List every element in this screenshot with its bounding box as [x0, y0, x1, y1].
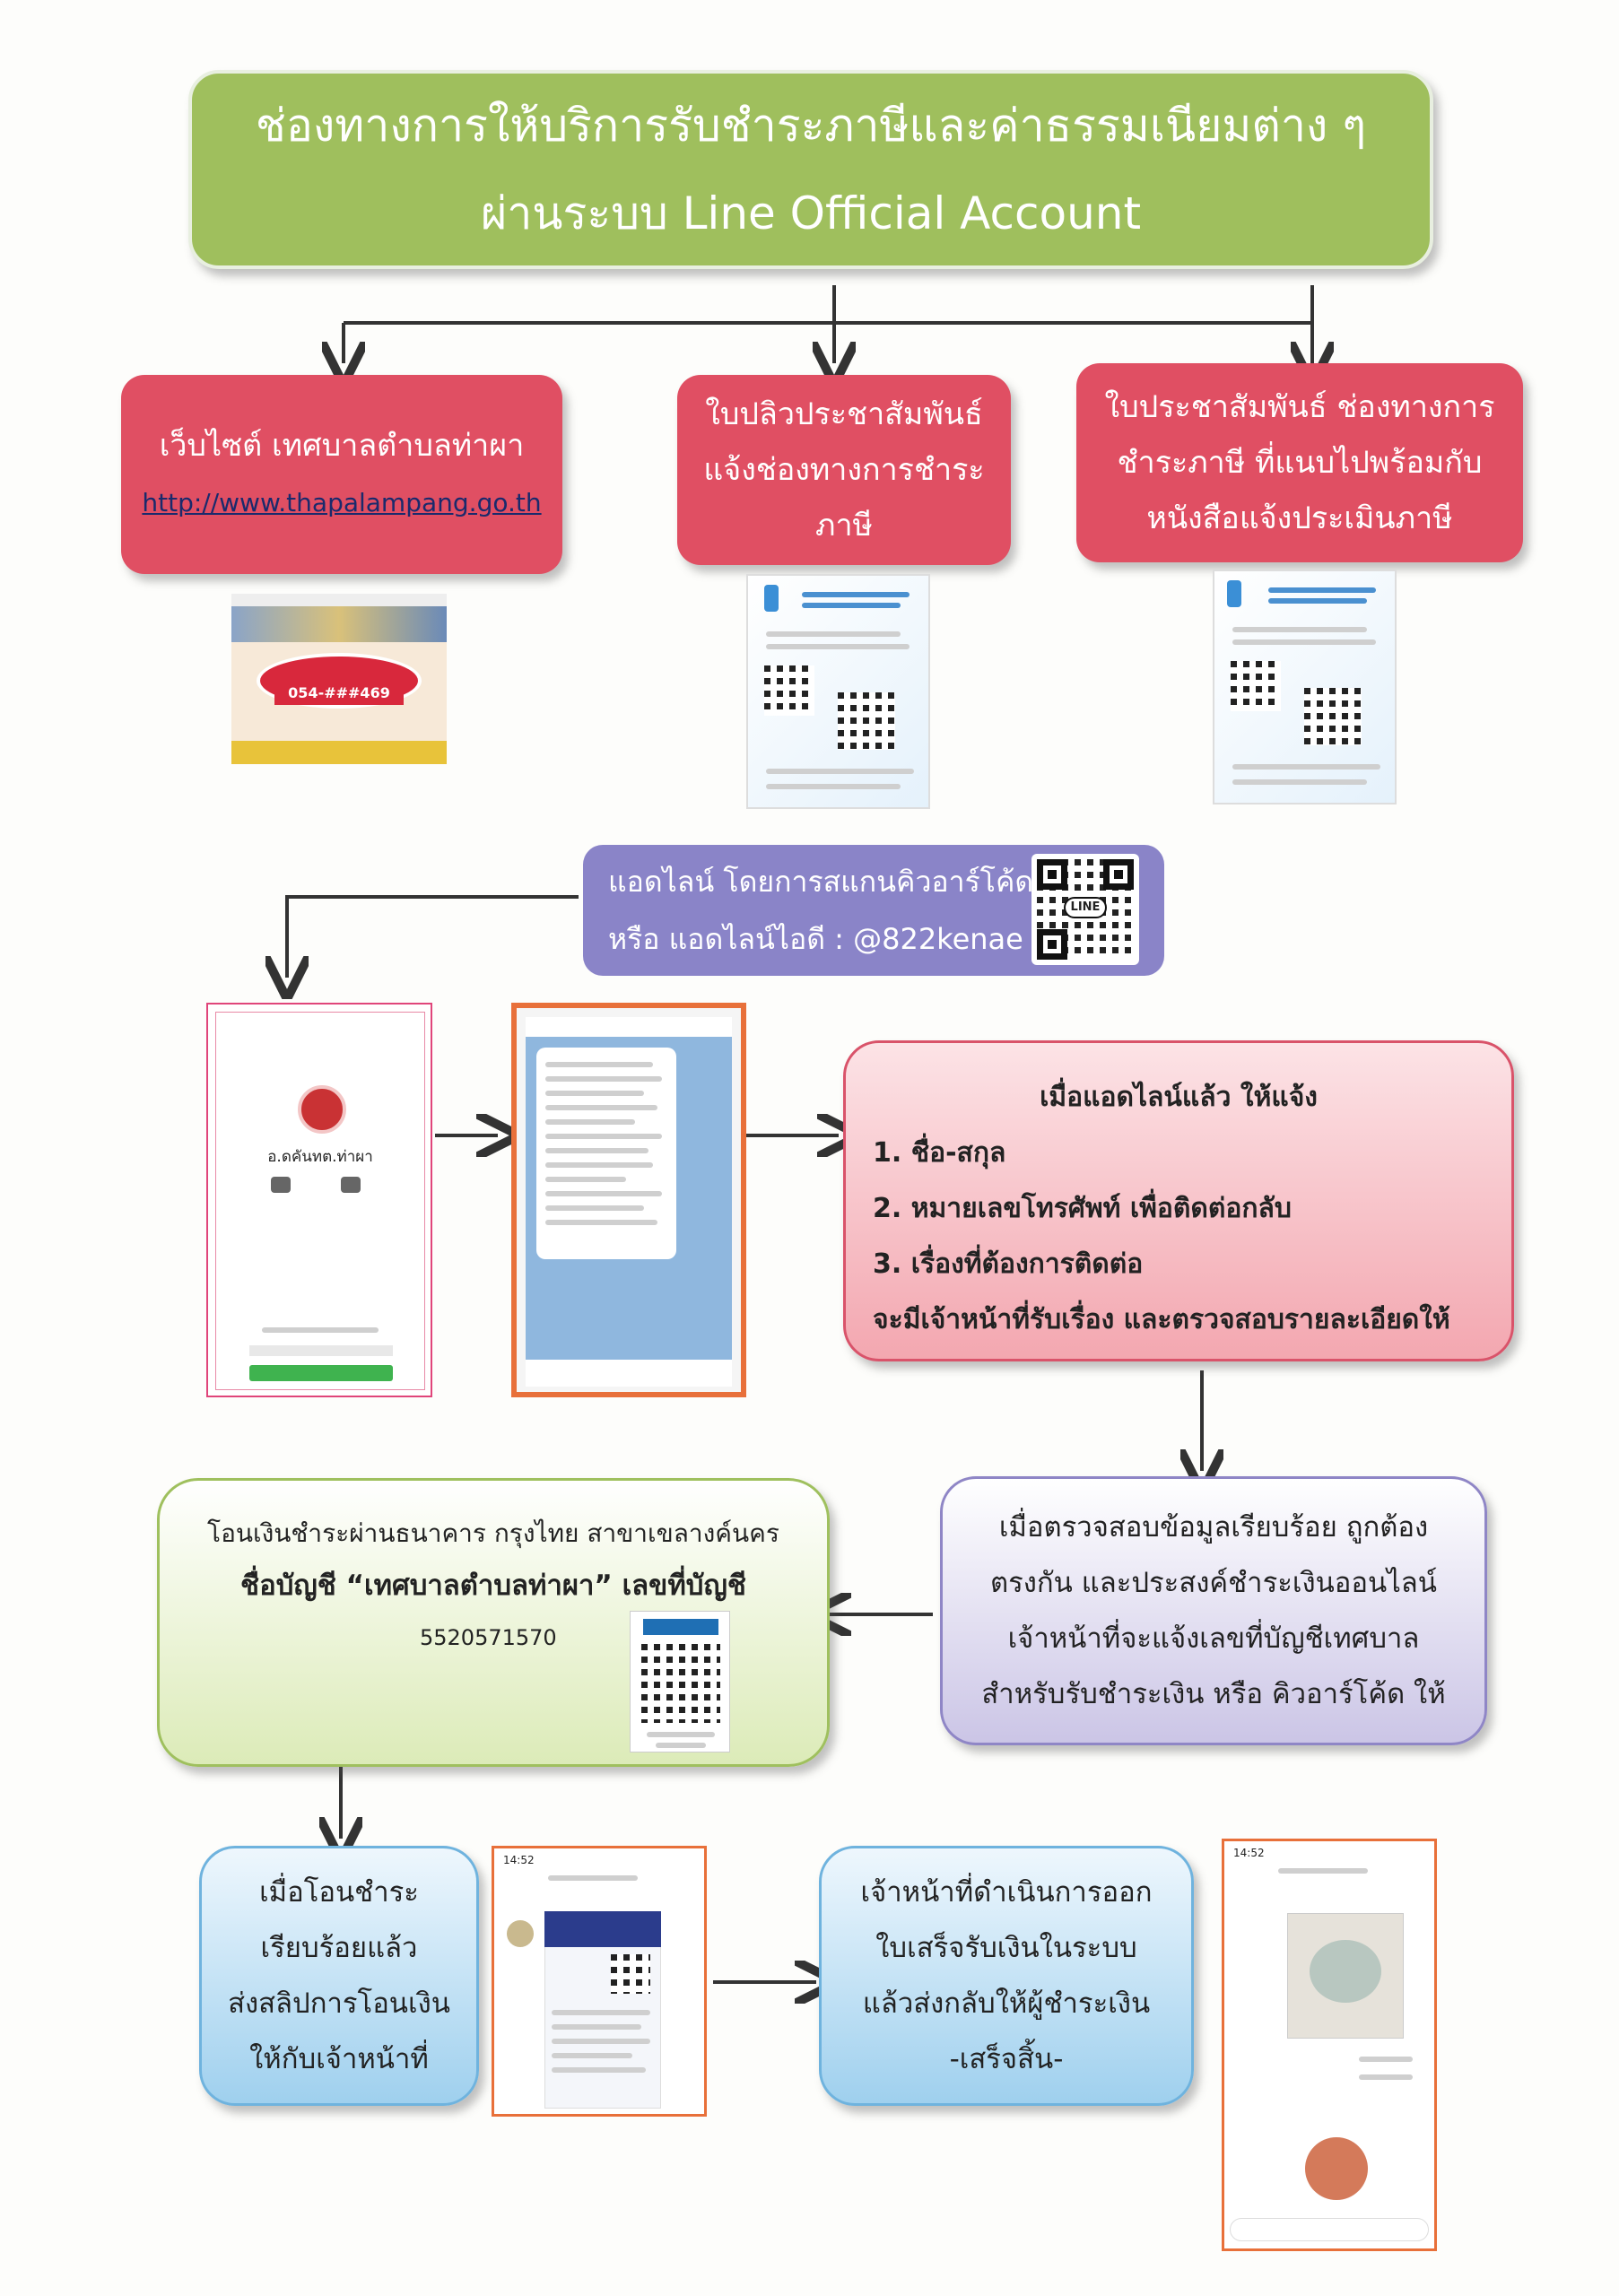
profile-name: อ.ดคันทต.ท่าผา [244, 1144, 396, 1169]
payment-qr-card[interactable] [630, 1611, 730, 1752]
channel-flyer-line-3: ภาษี [815, 498, 873, 553]
channel-website-link[interactable]: http://www.thapalampang.go.th [142, 474, 541, 532]
add-line-instruction: แอดไลน์ โดยการสแกนคิวอาร์โค้ด [608, 853, 1033, 910]
add-line-qr-code[interactable]: LINE [1031, 854, 1139, 965]
channel-notice-line-3: หนังสือแจ้งประเมินภาษี [1146, 491, 1452, 546]
receipt-line-1: เจ้าหน้าที่ดำเนินการออก [861, 1865, 1153, 1920]
channel-notice-line-2: ชำระภาษี ที่แนบไปพร้อมกับ [1118, 435, 1483, 491]
verify-line-1: เมื่อตรวจสอบข้อมูลเรียบร้อย ถูกต้อง [999, 1500, 1428, 1555]
verify-line-3: เจ้าหน้าที่จะแจ้งเลขที่บัญชีเทศบาล [1008, 1611, 1420, 1666]
verify-line-2: ตรงกัน และประสงค์ชำระเงินออนไลน์ [990, 1555, 1437, 1611]
website-phone: 054-###469 [274, 682, 404, 705]
arrow-addline-to-profile [287, 897, 579, 978]
send-slip-box: เมื่อโอนชำระ เรียบร้อยแล้ว ส่งสลิปการโอน… [199, 1846, 479, 2106]
info-item-topic: 3. เรื่องที่ต้องการติดต่อ [873, 1237, 1143, 1292]
transfer-account-number: 5520571570 [420, 1612, 557, 1664]
channel-flyer-line-1: ใบปลิวประชาสัมพันธ์ [705, 387, 983, 442]
info-item-phone: 2. หมายเลขโทรศัพท์ เพื่อติดต่อกลับ [873, 1181, 1292, 1237]
profile-avatar [298, 1085, 346, 1134]
channel-notice-line-1: ใบประชาสัมพันธ์ ช่องทางการ [1105, 379, 1495, 435]
slip-chat-screenshot: 14:52 [492, 1846, 707, 2117]
send-slip-line-4: ให้กับเจ้าหน้าที่ [249, 2031, 429, 2087]
qr-line-label: LINE [1064, 897, 1107, 918]
slip-phone-time: 14:52 [503, 1854, 535, 1866]
receipt-line-2: ใบเสร็จรับเงินในระบบ [875, 1920, 1136, 1976]
after-add-footer: จะมีเจ้าหน้าที่รับเรื่อง และตรวจสอบรายละ… [873, 1292, 1450, 1348]
chat-icon[interactable] [341, 1177, 361, 1193]
channel-website-box: เว็บไซต์ เทศบาลตำบลท่าผา http://www.thap… [121, 375, 562, 574]
line-chat-screenshot [511, 1003, 746, 1397]
channel-website-label: เว็บไซต์ เทศบาลตำบลท่าผา [160, 417, 525, 474]
transfer-account-name: ชื่อบัญชี “เทศบาลตำบลท่าผา” เลขที่บัญชี [240, 1560, 746, 1612]
add-line-id: หรือ แอดไลน์ไอดี : @822kenae [608, 910, 1023, 968]
website-screenshot: 054-###469 [231, 594, 447, 764]
receipt-line-4: -เสร็จสิ้น- [950, 2031, 1064, 2087]
verify-box: เมื่อตรวจสอบข้อมูลเรียบร้อย ถูกต้อง ตรงก… [940, 1476, 1487, 1745]
add-friend-button[interactable] [249, 1365, 393, 1381]
verify-line-4: สำหรับรับชำระเงิน หรือ คิวอาร์โค้ด ให้ [981, 1666, 1445, 1722]
channel-flyer-line-2: แจ้งช่องทางการชำระ [703, 442, 984, 498]
add-friend-icon[interactable] [271, 1177, 291, 1193]
channel-flyer-box: ใบปลิวประชาสัมพันธ์ แจ้งช่องทางการชำระ ภ… [677, 375, 1011, 565]
notice-thumbnail [1213, 570, 1397, 804]
title-banner: ช่องทางการให้บริการรับชำระภาษีและค่าธรรม… [188, 70, 1433, 269]
line-profile-screenshot: อ.ดคันทต.ท่าผา [206, 1003, 432, 1397]
flyer-thumbnail [746, 574, 930, 809]
channel-notice-box: ใบประชาสัมพันธ์ ช่องทางการ ชำระภาษี ที่แ… [1076, 363, 1523, 562]
send-slip-line-2: เรียบร้อยแล้ว [261, 1920, 418, 1976]
send-slip-line-1: เมื่อโอนชำระ [259, 1865, 419, 1920]
transfer-bank-line: โอนเงินชำระผ่านธนาคาร กรุงไทย สาขาเขลางค… [207, 1508, 779, 1560]
title-line-2: ผ่านระบบ Line Official Account [481, 170, 1141, 257]
chat-input-bar[interactable] [526, 1360, 732, 1387]
receipt-phone-time: 14:52 [1233, 1847, 1265, 1859]
sticker-image [1305, 2137, 1368, 2200]
receipt-chat-input[interactable] [1230, 2218, 1429, 2241]
after-add-info-box: เมื่อแอดไลน์แล้ว ให้แจ้ง 1. ชื่อ-สกุล 2.… [843, 1040, 1514, 1361]
send-slip-line-3: ส่งสลิปการโอนเงิน [228, 1976, 450, 2031]
receipt-chat-screenshot: 14:52 [1222, 1839, 1437, 2251]
receipt-line-3: แล้วส่งกลับให้ผู้ชำระเงิน [863, 1976, 1150, 2031]
info-item-name: 1. ชื่อ-สกุล [873, 1126, 1005, 1181]
after-add-heading: เมื่อแอดไลน์แล้ว ให้แจ้ง [873, 1070, 1484, 1126]
receipt-box: เจ้าหน้าที่ดำเนินการออก ใบเสร็จรับเงินใน… [819, 1846, 1194, 2106]
title-line-1: ช่องทางการให้บริการรับชำระภาษีและค่าธรรม… [256, 82, 1366, 170]
